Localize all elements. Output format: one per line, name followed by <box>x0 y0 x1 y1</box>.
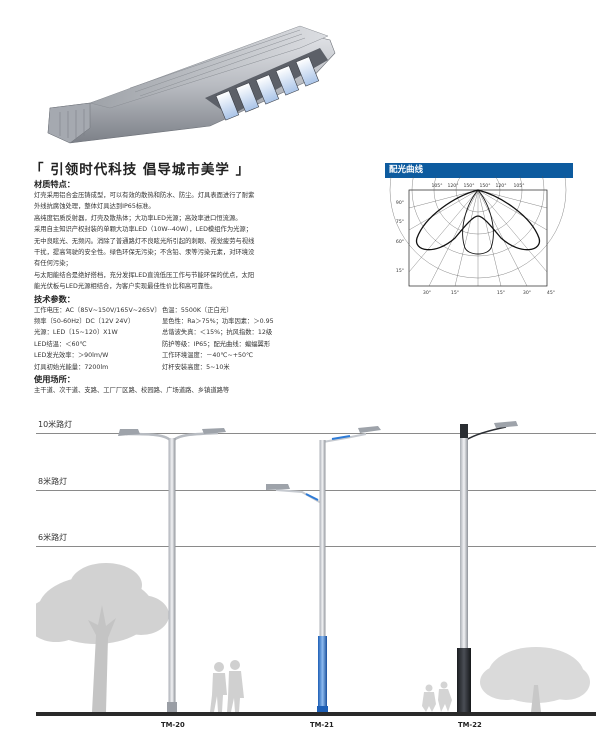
usage-text: 主干道、次干道、支路、工厂厂区路、校园路、广场道路、乡镇道路等 <box>34 387 230 395</box>
tech-row: 工作电压：AC〔85V~150V/165V~265V〕 色温：5500K〔正白光… <box>34 305 304 316</box>
street-light-fixture-image <box>47 25 336 144</box>
light-curve-title: 配光曲线 <box>385 163 573 178</box>
people-kids <box>422 681 452 712</box>
material-line: 采用自主知识产权封装的单颗大功率LED（10W--40W），LED模组作为光源； <box>34 226 253 234</box>
light-distribution-diagram: 105° 120° 150° 150° 120° 105° 90° 75° 60… <box>389 176 567 296</box>
bottom-angle: 15° <box>451 290 459 296</box>
tree-right <box>480 647 590 712</box>
bottom-angle: 45° <box>547 290 555 296</box>
tech-cell: 总谐波失真：＜15%；抗风指数：12级 <box>162 329 273 337</box>
tech-row: LED结温：＜60℃ 防护等级：IP65；配光曲线：蝙蝠翼形 <box>34 339 304 350</box>
tech-row: 频率〔50-60Hz〕DC〔12V 24V〕 显色性：Ra＞75%；功率因素：＞… <box>34 316 304 327</box>
spec-text-block: 材质特点： 灯壳采用铝合金压铸成型，可以有效的散热和防水、防尘。灯具表面进行了耐… <box>34 178 304 397</box>
top-angle: 120° <box>447 183 458 189</box>
tech-row: LED发光效率：＞90lm/W 工作环境温度：－40℃~+50℃ <box>34 350 304 361</box>
material-line: 能光伏板与LED光源相结合，为客户实现最佳性价比和高可靠性。 <box>34 283 217 291</box>
pole-tm-20 <box>118 428 226 714</box>
tech-cell: LED发光效率：＞90lm/W <box>34 352 109 360</box>
tech-cell: 灯具初始光能量：7200lm <box>34 363 109 371</box>
height-line-6m <box>36 546 596 547</box>
tech-cell: 工作环境温度：－40℃~+50℃ <box>162 352 254 360</box>
tech-row: 灯具初始光能量：7200lm 灯杆安装高度：5~10米 <box>34 362 304 373</box>
left-angle: 60° <box>396 239 404 245</box>
pole-tm-21 <box>266 426 381 713</box>
usage-title: 使用场所： <box>34 374 75 385</box>
tech-cell: 灯杆安装高度：5~10米 <box>162 363 230 371</box>
bottom-angle: 30° <box>523 290 531 296</box>
material-line: 干扰，提高驾驶的安全性。绿色环保无污染；不含铅、汞等污染元素，对环境没 <box>34 249 255 257</box>
people-couple <box>210 660 244 712</box>
height-line-10m <box>36 433 596 434</box>
left-angle: 90° <box>396 200 404 206</box>
top-angle: 150° <box>463 183 474 189</box>
left-angle: 15° <box>396 268 404 274</box>
pole-tm-22 <box>457 421 518 713</box>
material-title: 材质特点： <box>34 179 75 189</box>
tech-cell: 显色性：Ra＞75%；功率因素：＞0.95 <box>162 318 274 326</box>
tech-row: 光源：LED〔15~120〕X1W 总谐波失真：＜15%；抗风指数：12级 <box>34 327 304 338</box>
material-line: 高纯度铝质反射器，灯壳及散热体；大功率LED光源；高效率进口恒流源。 <box>34 214 242 222</box>
material-line: 有任何污染； <box>34 260 72 268</box>
tech-cell: 防护等级：IP65；配光曲线：蝙蝠翼形 <box>162 340 271 348</box>
top-angle: 105° <box>513 183 524 189</box>
height-label-6m: 6米路灯 <box>38 533 68 542</box>
ground <box>36 712 596 716</box>
height-label-8m: 8米路灯 <box>38 477 68 486</box>
tech-title: 技术参数： <box>34 293 75 304</box>
material-line: 无中良眩光、无频闪。消除了普通路灯不良眩光所引起的刺眼、视觉疲劳与视线 <box>34 237 255 245</box>
tech-cell: 频率〔50-60Hz〕DC〔12V 24V〕 <box>34 318 135 326</box>
slogan-heading: 「 引领时代科技 倡导城市美学 」 <box>30 162 251 178</box>
street-scene <box>36 421 596 716</box>
material-line: 外线抗腐蚀处理，整体灯具达到IP65标准。 <box>34 203 155 211</box>
tech-cell: LED结温：＜60℃ <box>34 340 87 348</box>
material-line: 灯壳采用铝合金压铸成型，可以有效的散热和防水、防尘。灯具表面进行了耐紫 <box>34 192 255 199</box>
model-label-tm-20: TM-20 <box>161 721 185 729</box>
top-angle: 150° <box>479 183 490 189</box>
top-angle: 120° <box>495 183 506 189</box>
top-angle: 105° <box>431 183 442 189</box>
tech-cell: 色温：5500K〔正白光〕 <box>162 306 233 314</box>
height-line-8m <box>36 490 596 491</box>
tech-cell: 光源：LED〔15~120〕X1W <box>34 329 118 337</box>
tech-cell: 工作电压：AC〔85V~150V/165V~265V〕 <box>34 306 161 314</box>
bottom-angle: 15° <box>497 290 505 296</box>
tree-left <box>36 563 169 712</box>
height-label-10m: 10米路灯 <box>38 420 73 429</box>
material-line: 与太阳能结合是绝好搭档，充分发挥LED直流低压工作与节能环保的优点，太阳 <box>34 271 255 279</box>
model-label-tm-22: TM-22 <box>458 721 482 729</box>
left-angle: 75° <box>396 219 404 225</box>
bottom-angle: 30° <box>423 290 431 296</box>
model-label-tm-21: TM-21 <box>310 721 334 729</box>
